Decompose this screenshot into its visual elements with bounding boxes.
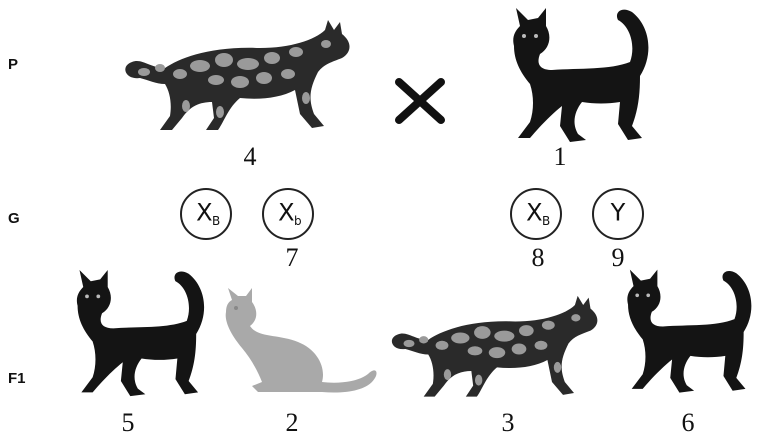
gamete-label-8: 8 <box>532 243 545 273</box>
gamete-xb-female: X B <box>180 188 232 240</box>
gamete-symbol: Y <box>611 199 626 227</box>
cat-label-5: 5 <box>122 408 135 438</box>
tortoiseshell-cat-parent <box>120 18 360 138</box>
row-label-p: P <box>8 56 18 73</box>
cat-label-1: 1 <box>554 142 567 172</box>
cross-icon <box>395 78 445 124</box>
gamete-xb-male: X B <box>510 188 562 240</box>
grey-cat-offspring-2 <box>218 286 380 398</box>
gamete-allele: b <box>294 214 302 228</box>
gamete-y-male: Y <box>592 188 644 240</box>
gamete-xb-lower-female: X b <box>262 188 314 240</box>
tortoiseshell-cat-offspring-3 <box>382 294 612 404</box>
gamete-symbol: X <box>278 199 294 227</box>
cat-label-6: 6 <box>682 408 695 438</box>
black-cat-offspring-6 <box>606 266 762 398</box>
cat-label-2: 2 <box>286 408 299 438</box>
gamete-symbol: X <box>526 199 542 227</box>
row-label-g: G <box>8 210 20 227</box>
black-cat-offspring-5 <box>55 268 215 400</box>
gamete-allele: B <box>542 214 550 228</box>
gamete-allele: B <box>212 214 220 228</box>
cat-label-3: 3 <box>502 408 515 438</box>
gamete-label-7: 7 <box>286 243 299 273</box>
cat-label-4: 4 <box>244 142 257 172</box>
row-label-f1: F1 <box>8 370 26 387</box>
gamete-symbol: X <box>196 199 212 227</box>
black-cat-parent <box>490 6 660 146</box>
